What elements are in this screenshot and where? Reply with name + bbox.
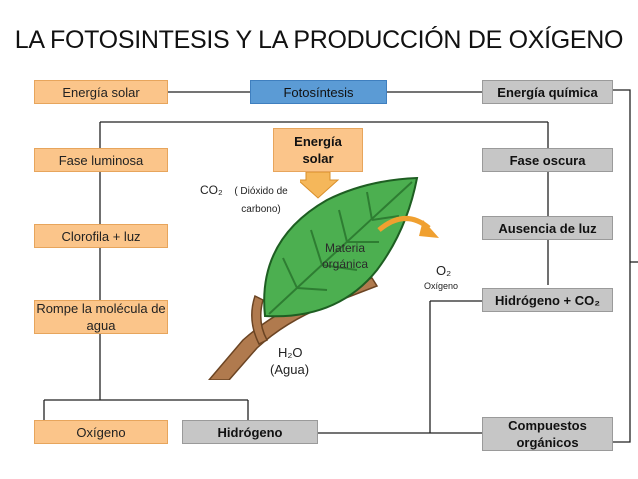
co2-formula: CO₂ [200, 183, 223, 197]
stem-shape [207, 277, 379, 381]
o2-name-label: Oxígeno [424, 281, 459, 291]
left-box-oxigeno: Oxígeno [34, 420, 168, 444]
right-box-fase-oscura: Fase oscura [482, 148, 613, 172]
left-box-clorofila-luz: Clorofila + luz [34, 224, 168, 248]
left-box-energia-solar: Energía solar [34, 80, 168, 104]
o2-formula-label: O₂ [436, 263, 452, 278]
right-box-ausencia-luz: Ausencia de luz [482, 216, 613, 240]
energy-box: Energía solar [273, 128, 363, 172]
h2o-name-label: (Agua) [270, 362, 310, 377]
left-box-fase-luminosa: Fase luminosa [34, 148, 168, 172]
center-box-hidrogeno: Hidrógeno [182, 420, 318, 444]
co2-name: ( Dióxido de carbono) [234, 186, 288, 215]
right-box-hidrogeno-co2: Hidrógeno + CO₂ [482, 288, 613, 312]
h2o-formula-label: H₂O [278, 345, 303, 360]
center-box-fotosintesis: Fotosíntesis [250, 80, 387, 104]
diagram-title: LA FOTOSINTESIS Y LA PRODUCCIÓN DE OXÍGE… [14, 26, 624, 54]
right-box-energia-quimica: Energía química [482, 80, 613, 104]
co2-label: CO₂ ( Dióxido de carbono) [200, 183, 296, 219]
materia-organica-label: Materia orgánica [321, 241, 369, 271]
right-box-compuestos-organicos: Compuestos orgánicos [482, 417, 613, 451]
left-box-rompe-molecula: Rompe la molécula de agua [34, 300, 168, 334]
energy-arrow-icon [300, 172, 340, 199]
leaf-illustration [207, 130, 461, 381]
